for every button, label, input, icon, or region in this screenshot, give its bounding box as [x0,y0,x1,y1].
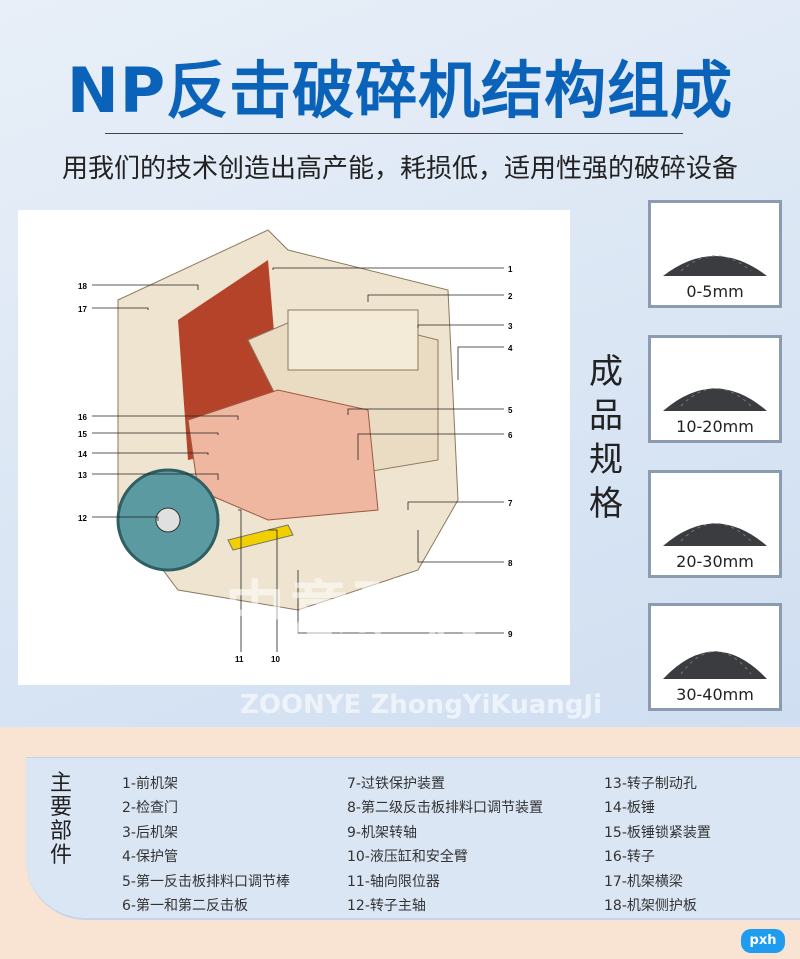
callout-line [92,284,199,290]
part-item: 9-机架转轴 [347,825,417,841]
callout-line [297,570,504,634]
part-item: 11-轴向限位器 [347,874,440,890]
part-item: 15-板锤锁紧装置 [604,825,711,841]
gravel-image [663,255,767,276]
subtitle: 用我们的技术创造出高产能，耗损低，适用性强的破碎设备 [61,154,738,184]
callout-line [238,509,242,652]
callout-line [92,473,219,480]
callout-number: 1 [508,265,513,274]
part-item: 2-检查门 [122,800,178,816]
callout-number: 5 [508,406,513,415]
part-item: 6-第一和第二反击板 [122,898,248,914]
callout-line [92,452,209,455]
callout-number: 13 [78,471,87,480]
part-item: 10-液压缸和安全臂 [347,849,468,865]
product-size: 30-40mm [676,685,754,704]
parts-panel [26,757,800,920]
callout-number: 7 [508,499,513,508]
divider [105,133,683,134]
callout-line [457,346,504,380]
watermark-en: ZOONYE ZhongYiKuangJi [240,690,602,720]
product-size: 0-5mm [686,282,744,301]
callout-number: 10 [271,655,280,664]
callout-number: 6 [508,431,513,440]
gravel-image [663,388,767,411]
gravel-image [663,523,767,546]
part-item: 8-第二级反击板排料口调节装置 [347,800,543,816]
part-item: 12-转子主轴 [347,898,426,914]
parts-title: 主要部件 [49,771,72,868]
part-item: 3-后机架 [122,825,178,841]
gravel-image [663,651,767,679]
callout-line [407,501,504,510]
callout-line [268,529,278,652]
callout-line [92,516,159,521]
callout-number: 17 [78,305,87,314]
part-item: 14-板锤 [604,800,655,816]
callout-number: 18 [78,282,87,291]
product-card: 20-30mm [648,470,782,578]
product-size: 10-20mm [676,417,754,436]
part-item: 5-第一反击板排料口调节棒 [122,874,290,890]
callout-line [92,307,149,310]
spec-label: 成品规格 [589,352,623,524]
callout-number: 9 [508,630,513,639]
part-item: 18-机架侧护板 [604,898,697,914]
watermark: 中意矿机 [225,575,481,645]
part-item: 7-过铁保护装置 [347,776,445,792]
callout-line [367,294,504,302]
page-title: NP反击破碎机结构组成 [66,54,734,127]
pxh-badge: pxh [741,929,785,953]
callout-line [357,433,504,460]
product-card: 0-5mm [648,200,782,308]
callout-line [92,415,239,420]
callout-number: 8 [508,559,513,568]
product-card: 10-20mm [648,335,782,443]
callout-number: 16 [78,413,87,422]
part-item: 13-转子制动孔 [604,776,697,792]
callout-line [272,267,504,270]
callout-number: 2 [508,292,513,301]
callout-number: 12 [78,514,87,523]
callout-line [417,324,504,328]
part-item: 4-保护管 [122,849,178,865]
callout-number: 15 [78,430,87,439]
callout-line [417,530,504,563]
callout-line [92,432,219,435]
callout-number: 14 [78,450,87,459]
part-item: 17-机架横梁 [604,874,683,890]
callout-number: 3 [508,322,513,331]
product-size: 20-30mm [676,552,754,571]
callout-line [347,408,504,415]
callout-number: 11 [235,655,244,664]
callout-number: 4 [508,344,513,353]
part-item: 16-转子 [604,849,655,865]
part-item: 1-前机架 [122,776,178,792]
product-card: 30-40mm [648,603,782,711]
